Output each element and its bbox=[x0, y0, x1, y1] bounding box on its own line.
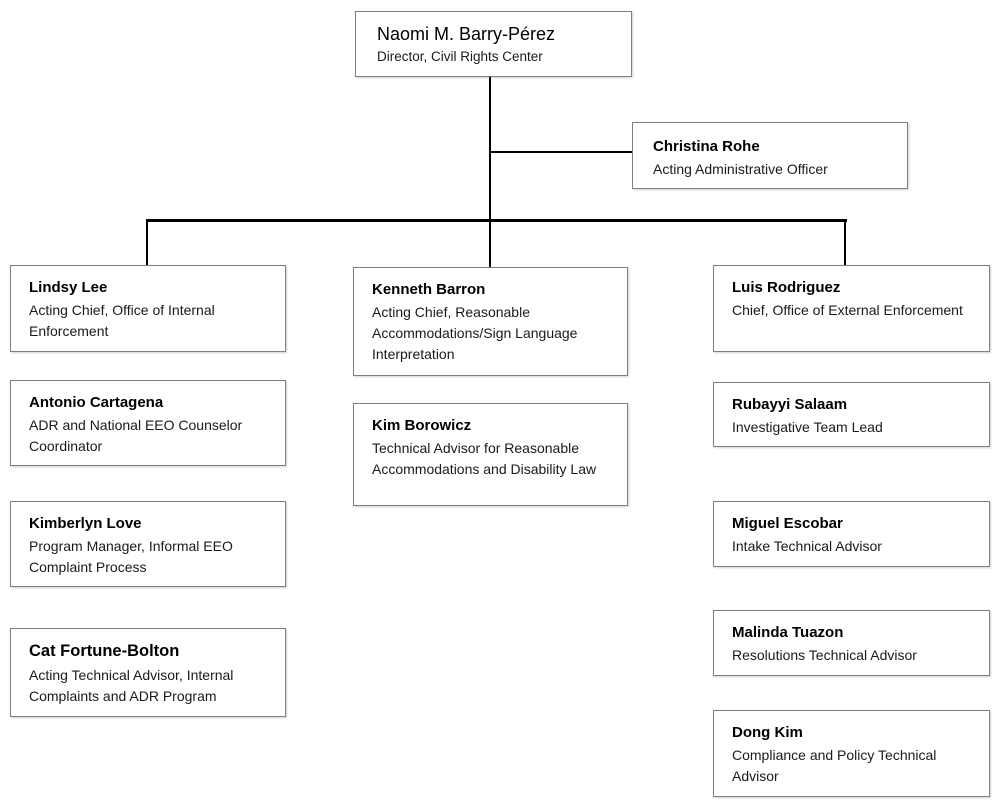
person-name: Kim Borowicz bbox=[372, 417, 472, 434]
org-node-external-chief: Luis Rodriguez Chief, Office of External… bbox=[713, 265, 990, 352]
org-node-acting-technical-advisor: Cat Fortune-Bolton Acting Technical Advi… bbox=[10, 628, 286, 717]
person-name: Luis Rodriguez bbox=[732, 279, 841, 296]
org-node-compliance-advisor: Dong Kim Compliance and Policy Technical… bbox=[713, 710, 990, 797]
person-name: Kimberlyn Love bbox=[29, 515, 142, 532]
person-title: Director, Civil Rights Center bbox=[377, 49, 543, 65]
person-name: Christina Rohe bbox=[653, 138, 760, 155]
connector-drop-right bbox=[844, 221, 846, 265]
person-name: Miguel Escobar bbox=[732, 515, 843, 532]
person-name: Malinda Tuazon bbox=[732, 624, 844, 641]
org-node-adr-coordinator: Antonio Cartagena ADR and National EEO C… bbox=[10, 380, 286, 466]
org-node-intake-advisor: Miguel Escobar Intake Technical Advisor bbox=[713, 501, 990, 567]
connector-trunk-vertical bbox=[489, 77, 491, 267]
person-title: Investigative Team Lead bbox=[732, 418, 883, 435]
person-name: Rubayyi Salaam bbox=[732, 396, 848, 413]
person-title: ADR and National EEO Counselor Coordinat… bbox=[29, 416, 243, 455]
person-title: Acting Administrative Officer bbox=[653, 160, 828, 177]
person-title: Acting Technical Advisor, Internal Compl… bbox=[29, 666, 234, 705]
person-name: Naomi M. Barry-Pérez bbox=[377, 24, 556, 44]
org-node-internal-chief: Lindsy Lee Acting Chief, Office of Inter… bbox=[10, 265, 286, 352]
org-node-admin-officer: Christina Rohe Acting Administrative Off… bbox=[632, 122, 908, 189]
person-name: Cat Fortune-Bolton bbox=[29, 642, 180, 660]
person-name: Kenneth Barron bbox=[372, 281, 486, 298]
person-name: Antonio Cartagena bbox=[29, 394, 164, 411]
org-node-investigative-lead: Rubayyi Salaam Investigative Team Lead bbox=[713, 382, 990, 447]
person-title: Resolutions Technical Advisor bbox=[732, 646, 917, 663]
person-title: Chief, Office of External Enforcement bbox=[732, 301, 963, 318]
connector-main-horizontal bbox=[146, 219, 847, 222]
org-node-resolutions-advisor: Malinda Tuazon Resolutions Technical Adv… bbox=[713, 610, 990, 676]
connector-branch-to-admin bbox=[491, 151, 632, 153]
org-node-ra-chief: Kenneth Barron Acting Chief, Reasonable … bbox=[353, 267, 628, 376]
org-node-director: Naomi M. Barry-Pérez Director, Civil Rig… bbox=[355, 11, 632, 77]
connector-drop-left bbox=[146, 221, 148, 265]
person-title: Acting Chief, Reasonable Accommodations/… bbox=[372, 303, 578, 363]
person-title: Technical Advisor for Reasonable Accommo… bbox=[372, 439, 597, 478]
person-name: Dong Kim bbox=[732, 724, 803, 741]
person-title: Intake Technical Advisor bbox=[732, 537, 882, 554]
org-node-program-manager: Kimberlyn Love Program Manager, Informal… bbox=[10, 501, 286, 587]
person-title: Compliance and Policy Technical Advisor bbox=[732, 746, 937, 785]
person-name: Lindsy Lee bbox=[29, 279, 108, 296]
org-node-ra-technical-advisor: Kim Borowicz Technical Advisor for Reaso… bbox=[353, 403, 628, 506]
person-title: Acting Chief, Office of Internal Enforce… bbox=[29, 301, 215, 340]
person-title: Program Manager, Informal EEO Complaint … bbox=[29, 537, 233, 576]
